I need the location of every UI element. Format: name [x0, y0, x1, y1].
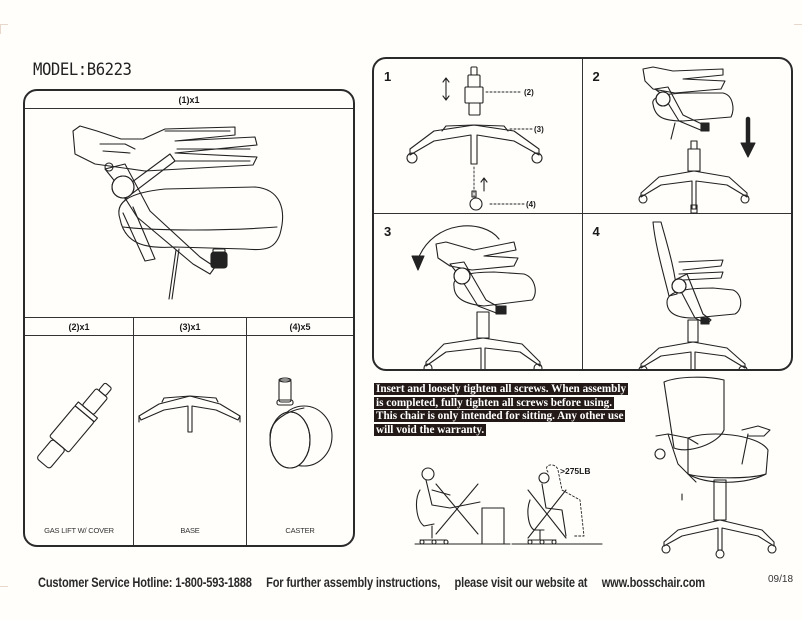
- callout-gas-lift: (2): [524, 88, 534, 97]
- crop-mark: [0, 586, 8, 587]
- step-2-illustration: [637, 66, 756, 214]
- part-caster: CASTER: [247, 336, 353, 545]
- step-number: 1: [384, 69, 392, 84]
- customer-service-hotline: Customer Service Hotline: 1-800-593-1888: [38, 575, 252, 590]
- step-2: 2: [582, 59, 791, 214]
- warning-line: is completed, fully tighten all screws b…: [374, 396, 615, 409]
- callout-base: (3): [534, 125, 544, 134]
- crop-mark: [0, 24, 1, 34]
- warning-line: Insert and loosely tighten all screws. W…: [374, 383, 629, 395]
- caster-qty: (4)x5: [289, 321, 311, 332]
- visit-website-text: please visit our website at: [454, 575, 588, 590]
- assembly-steps: 1 (2) (3) (4) 2: [372, 57, 793, 371]
- no-overweight-icon: [511, 464, 603, 545]
- step-number: 4: [592, 224, 600, 239]
- footer-contact: Customer Service Hotline: 1-800-593-1888…: [38, 575, 716, 590]
- part-name: GAS LIFT W/ COVER: [44, 526, 114, 535]
- gas-lift-icon: [37, 382, 112, 469]
- assembly-instructions-text: For further assembly instructions,: [266, 575, 441, 590]
- revision-date: 09/18: [768, 574, 794, 585]
- base-qty: (3)x1: [134, 318, 247, 335]
- step-number: 3: [384, 224, 392, 239]
- no-feet-on-desk-icon: [414, 467, 511, 545]
- step-3: 3: [374, 214, 583, 369]
- crop-mark: [0, 24, 8, 25]
- parts-list: (1)x1 (2)x1 (3)x1 (4)x5: [23, 89, 355, 547]
- callout-caster: (4): [526, 200, 536, 209]
- part-base: BASE: [134, 336, 247, 545]
- part-name: BASE: [180, 526, 200, 535]
- step-3-illustration: [411, 225, 543, 369]
- website-link[interactable]: www.bosschair.com: [601, 575, 705, 590]
- warning-notice: Insert and loosely tighten all screws. W…: [374, 383, 642, 437]
- caster-icon: [269, 377, 333, 469]
- step-4: 4: [583, 214, 792, 369]
- model-number: MODEL:B6223: [33, 60, 132, 80]
- base-icon: [138, 395, 241, 433]
- step-4-illustration: [638, 221, 747, 369]
- warning-line: will void the warranty.: [374, 423, 487, 436]
- seat-assembly-illustration: [25, 109, 353, 318]
- step-1-illustration: [406, 66, 543, 211]
- warning-line: This chair is only intended for sitting.…: [374, 410, 626, 422]
- step-number: 2: [592, 69, 600, 84]
- weight-limit-label: >275LB: [560, 466, 591, 476]
- part-gas-lift: GAS LIFT W/ COVER: [25, 336, 134, 545]
- main-part-qty: (1)x1: [25, 91, 353, 109]
- part-name: CASTER: [285, 526, 315, 535]
- assembled-chair-icon: [654, 376, 777, 559]
- crop-mark: [794, 24, 802, 25]
- step-1: 1 (2) (3) (4): [374, 59, 583, 214]
- gas-lift-qty: (2)x1: [25, 318, 134, 335]
- seat-assembly-icon: [72, 125, 284, 300]
